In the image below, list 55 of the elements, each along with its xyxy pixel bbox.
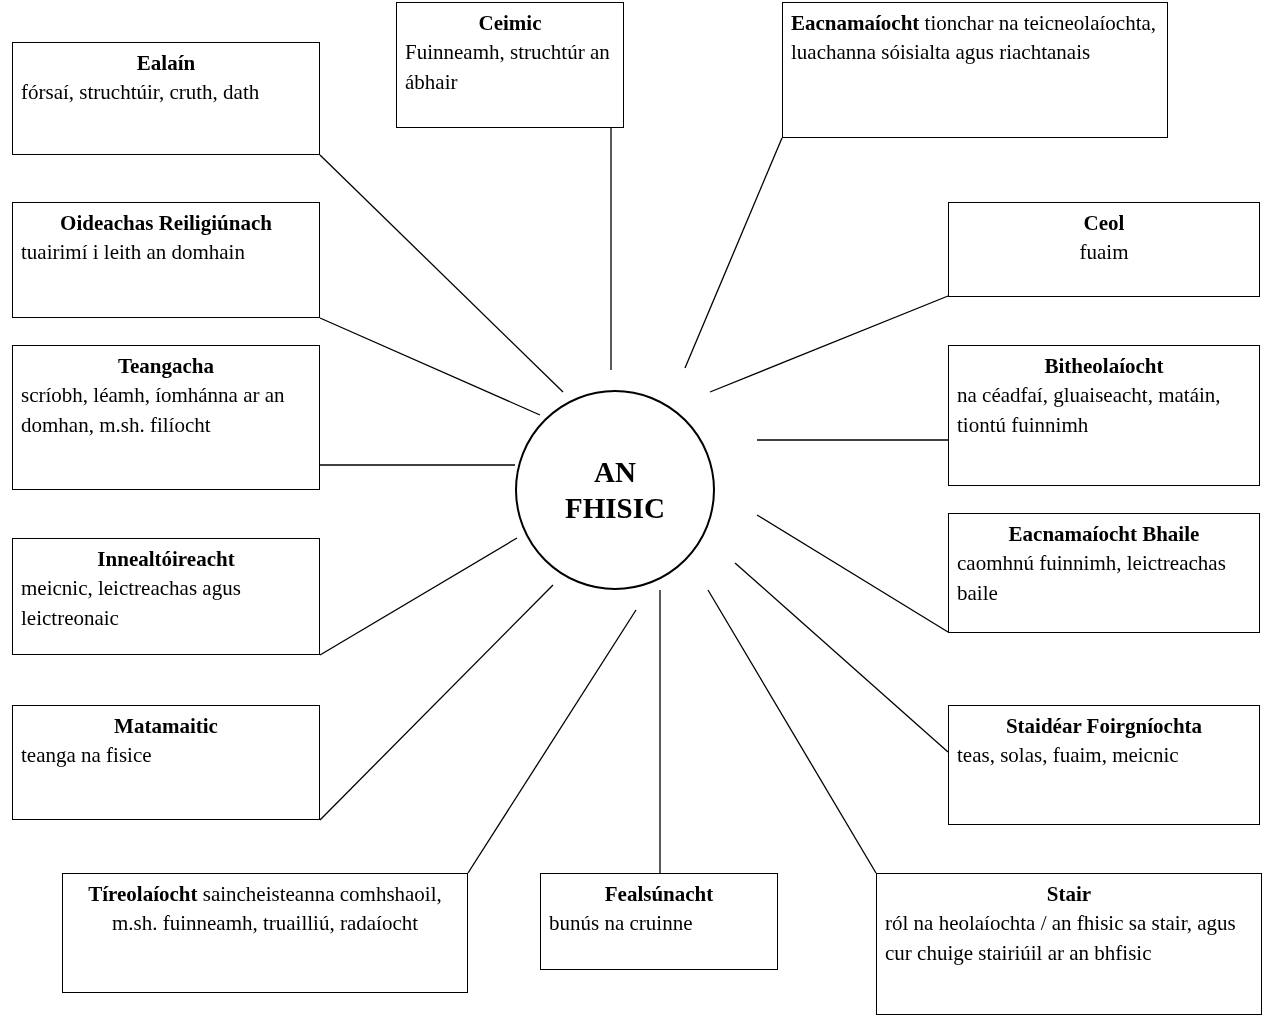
subject-box bbox=[782, 2, 1168, 138]
subject-description: fuaim bbox=[1078, 239, 1130, 267]
subject-title: Oideachas Reiligiúnach bbox=[59, 210, 273, 237]
subject-description: meicnic, leictreachas agus leictreonaic bbox=[21, 575, 242, 632]
subject-description: Eacnamaíocht tionchar na teicneolaíochta, luachanna sóisialta agus riachtanais bbox=[791, 10, 1158, 67]
subject-title: Matamaitic bbox=[113, 713, 219, 740]
subject-box bbox=[12, 42, 320, 155]
connector-line bbox=[610, 127, 612, 371]
subject-box bbox=[948, 705, 1260, 825]
subject-box bbox=[62, 873, 468, 993]
subject-title: Bitheolaíocht bbox=[1043, 353, 1165, 380]
subject-description: scríobh, léamh, íomhánna ar an domhan, m.sh. filíocht bbox=[21, 382, 286, 439]
subject-box bbox=[876, 873, 1262, 1015]
subject-description: ról na heolaíochta / an fhisic sa stair, agus cur chuige stairiúil ar an bhfisic bbox=[885, 910, 1237, 967]
connector-line bbox=[684, 137, 783, 369]
subject-description: caomhnú fuinnimh, leictreachas baile bbox=[957, 550, 1227, 607]
subject-box bbox=[12, 345, 320, 490]
connector-line bbox=[319, 464, 516, 466]
subject-box bbox=[540, 873, 778, 970]
subject-title: Ealaín bbox=[135, 50, 197, 77]
connector-line bbox=[319, 537, 518, 656]
subject-title: Teangacha bbox=[116, 353, 216, 380]
subject-box bbox=[948, 202, 1260, 297]
subject-box bbox=[948, 513, 1260, 633]
subject-title: Innealtóireacht bbox=[96, 546, 236, 573]
subject-title: Eacnamaíocht Bhaile bbox=[1007, 521, 1201, 548]
connector-line bbox=[467, 609, 637, 874]
subject-title: Fealsúnacht bbox=[603, 881, 715, 908]
subject-description: tuairimí i leith an domhain bbox=[21, 239, 246, 267]
subject-box bbox=[12, 202, 320, 318]
connector-line bbox=[734, 562, 949, 753]
connector-line bbox=[659, 589, 661, 874]
connector-line bbox=[756, 439, 949, 441]
subject-box bbox=[396, 2, 624, 128]
connector-line bbox=[756, 514, 949, 633]
subject-description: na céadfaí, gluaiseacht, matáin, tiontú fuinnimh bbox=[957, 382, 1222, 439]
subject-description: teanga na fisice bbox=[21, 742, 153, 770]
subject-description: Tíreolaíocht saincheisteanna comhshaoil, m.sh. fuinneamh, truailliú, radaíocht bbox=[87, 881, 443, 938]
subject-title: Staidéar Foirgníochta bbox=[1004, 713, 1204, 740]
connector-line bbox=[319, 584, 554, 821]
subject-box bbox=[12, 705, 320, 820]
subject-title: Ceol bbox=[1082, 210, 1126, 237]
connector-line bbox=[319, 154, 564, 393]
connector-line bbox=[319, 317, 541, 416]
subject-title: Ceimic bbox=[477, 10, 543, 37]
connector-line bbox=[707, 589, 877, 874]
subject-description: bunús na cruinne bbox=[549, 910, 694, 938]
subject-box bbox=[948, 345, 1260, 486]
subject-description: Fuinneamh, struchtúr an ábhair bbox=[405, 39, 611, 96]
subject-title: Stair bbox=[1045, 881, 1093, 908]
connector-line bbox=[709, 295, 949, 393]
subject-description: teas, solas, fuaim, meicnic bbox=[957, 742, 1180, 770]
topic-title: AN FHISIC bbox=[564, 454, 666, 526]
subject-box bbox=[12, 538, 320, 655]
subject-description: fórsaí, struchtúir, cruth, dath bbox=[21, 79, 261, 107]
